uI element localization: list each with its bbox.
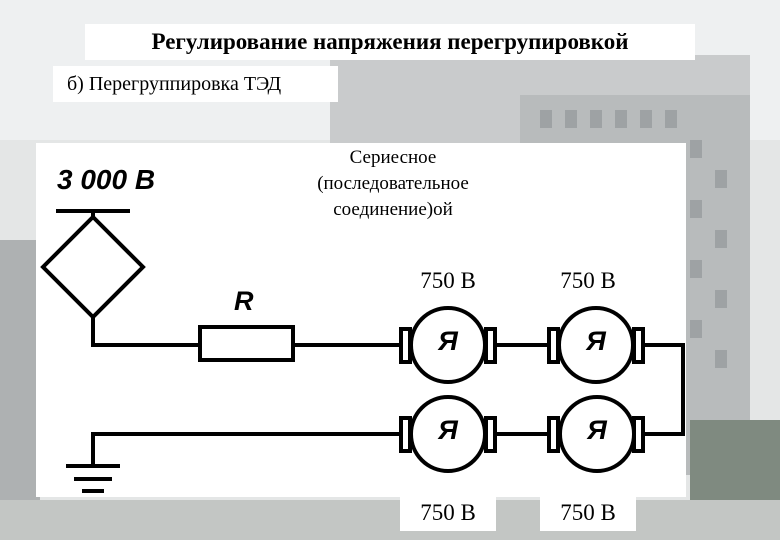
wire-to-ground: [91, 432, 403, 466]
motor-3-label: Я: [438, 415, 458, 445]
diagram-panel: [36, 143, 686, 497]
motor-4-voltage: 750 В: [540, 495, 636, 531]
resistor-label: R: [234, 286, 254, 316]
caption-line-1: Сериесное: [349, 147, 437, 168]
motor-2-voltage: 750 В: [540, 263, 636, 299]
motor-3-voltage: 750 В: [400, 495, 496, 531]
caption-line-3: соединение)ой: [333, 199, 453, 220]
motor-4-label: Я: [587, 415, 607, 445]
motor-1-voltage: 750 В: [400, 263, 496, 299]
source-voltage-label: 3 000 В: [57, 164, 156, 195]
motor-2-label: Я: [586, 326, 606, 356]
motor-1-label: Я: [438, 326, 458, 356]
slide-title: Регулирование напряжения перегрупировкой: [85, 24, 695, 60]
resistor: [198, 325, 295, 362]
source-diamond: [40, 214, 146, 320]
connection-caption: Сериесное (последовательное соединение)о…: [288, 145, 498, 223]
wire-right-loop: [641, 343, 685, 436]
wire-source-resistor: [91, 315, 202, 347]
caption-line-2: (последовательное: [317, 173, 469, 194]
slide-subtitle: б) Перегруппировка ТЭД: [53, 66, 338, 102]
